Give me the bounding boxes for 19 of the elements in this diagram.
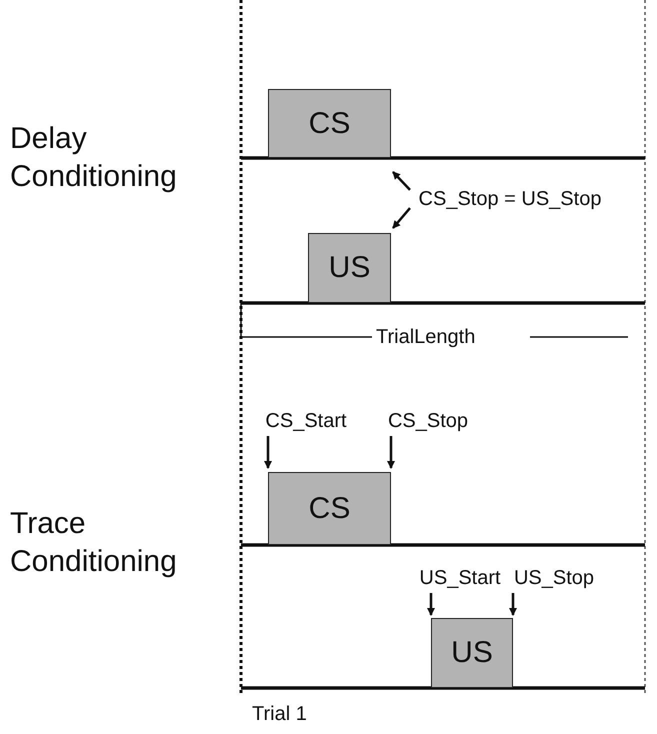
stimulus-bar: CS: [268, 89, 391, 158]
leader-arrow: [264, 436, 272, 469]
trial-label: Trial 1: [252, 702, 307, 727]
heading: Delay Conditioning: [10, 121, 178, 194]
stimulus-bar: US: [308, 233, 391, 303]
stimulus-bar: CS: [268, 472, 391, 545]
heading: Trace Conditioning: [10, 506, 178, 580]
time-marker-label: CS_Stop: [380, 408, 476, 434]
leader-arrow: [387, 436, 395, 469]
leader-arrow: [509, 593, 517, 616]
time-marker-label: CS_Start: [258, 408, 354, 434]
leader-arrow: [427, 593, 435, 616]
leader-arrow: [392, 171, 411, 191]
leader-arrow: [392, 207, 411, 229]
dimension-label: TrialLength: [376, 325, 476, 350]
time-marker-label: CS_Stop = US_Stop: [410, 186, 610, 212]
stimulus-bar: US: [431, 618, 513, 688]
time-marker-label: US_Stop: [508, 565, 600, 591]
time-marker-label: US_Start: [410, 565, 510, 591]
